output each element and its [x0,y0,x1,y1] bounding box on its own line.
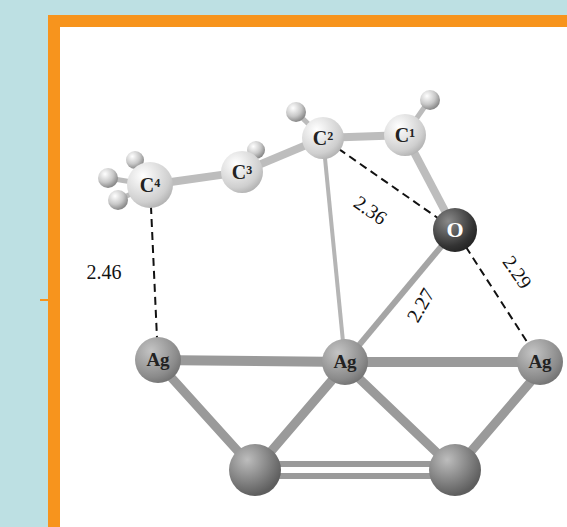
atom-label: Ag [528,351,551,373]
atom-ball: Ag [322,339,368,385]
atom-ball: C¹ [384,114,426,156]
substrate-atom [429,444,481,496]
atom-label: O [446,217,463,243]
atom-label: C³ [232,161,252,184]
bond-line [325,157,343,341]
frame-tick [40,299,48,301]
atom-label: C¹ [395,124,415,147]
distance-label: 2.46 [85,261,124,283]
atom-label: Ag [333,351,356,373]
atom-label: C² [313,127,333,150]
hydrogen-bonds [108,102,428,200]
bond-line [358,245,442,346]
substrate-atom [229,444,281,496]
bond-line [260,145,306,164]
hydrogen-atoms [98,90,440,210]
bond-line [171,175,223,182]
atom-ball: Ag [135,337,181,383]
atom-label: C⁴ [140,174,160,197]
atom-label: Ag [146,349,169,371]
bond-line [179,360,324,362]
atom-ball: O [433,208,477,252]
atom-ball: C⁴ [127,162,173,208]
white-panel [60,27,567,527]
distance-line [151,206,157,339]
atom-ball: C³ [221,151,263,193]
bond-line [366,357,519,367]
atom-ball: Ag [517,339,563,385]
bond-line [342,136,386,138]
bond-line [414,152,446,212]
atom-ball: C² [302,117,344,159]
